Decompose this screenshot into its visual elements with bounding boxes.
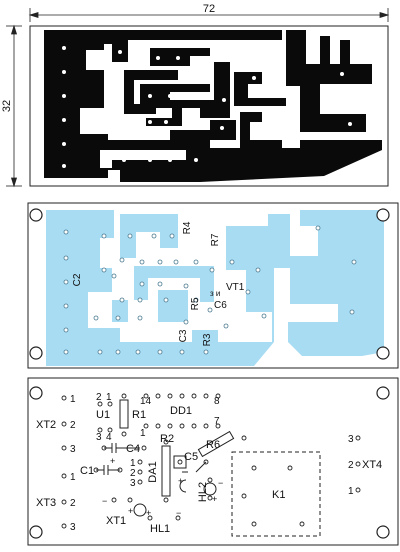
- label-c1: C1: [80, 465, 94, 477]
- board-mounting-holes: [29, 208, 390, 360]
- board-pads: [63, 225, 357, 355]
- copper-pads: [62, 44, 352, 168]
- label-k1: K1: [272, 489, 285, 501]
- dd1-pin-14: 14: [140, 396, 152, 407]
- u1-pin-4: 4: [106, 432, 112, 443]
- da1-pin-2: 2: [130, 468, 136, 479]
- dd1-pin-7: 7: [214, 416, 220, 427]
- u1-pin-2: 2: [96, 392, 102, 403]
- xt2-pin-2: 2: [70, 420, 76, 431]
- label-r1: R1: [132, 409, 146, 421]
- dd1-pin-8: 8: [214, 396, 220, 407]
- polarity-plus: +: [212, 494, 217, 504]
- label-hl2: HL2: [197, 482, 209, 502]
- polarity-plus: +: [128, 506, 133, 516]
- board-label-r4: R4: [182, 221, 193, 234]
- copper-layer-panel: [29, 25, 389, 187]
- board-label-vt1: VT1: [226, 282, 245, 293]
- dimension-height: 32: [1, 100, 13, 112]
- xt2-pin-3: 3: [70, 444, 76, 455]
- u1-pin-3: 3: [96, 432, 102, 443]
- label-hl1: HL1: [150, 523, 170, 535]
- xt4-pin-1: 1: [348, 486, 354, 497]
- xt3-pin-2: 2: [70, 498, 76, 509]
- component-outlines: [96, 399, 321, 537]
- xt4-pin-2: 2: [348, 460, 354, 471]
- xt2-pin-1: 1: [70, 394, 76, 405]
- da1-pin-3: 3: [130, 478, 136, 489]
- label-u1: U1: [96, 409, 110, 421]
- label-da1: DA1: [147, 461, 159, 482]
- label-xt3: XT3: [36, 497, 56, 509]
- polarity-plus: +: [178, 476, 183, 486]
- board-label-r3: R3: [202, 333, 213, 346]
- polarity-marks: + + + + + − − −: [102, 456, 223, 518]
- board-label-c6: C6: [214, 300, 227, 311]
- board-label-r7: R7: [210, 233, 221, 246]
- dimension-lines: [6, 8, 390, 188]
- label-xt4: XT4: [362, 459, 382, 471]
- assembly-labels: XT2 XT3 XT1 XT4 U1 R1 DD1 R2 R6 C4 C5 C1…: [36, 405, 382, 535]
- assembly-mounting-holes: [29, 386, 390, 539]
- u1-pin-1: 1: [106, 392, 112, 403]
- dd1-pin-1: 1: [140, 428, 146, 439]
- xt3-pin-3: 3: [70, 522, 76, 533]
- label-c5: C5: [184, 451, 198, 463]
- board-layout-panel: R4 R7 VT1 C2 C6 R5 C3 R3 з и: [27, 202, 399, 369]
- label-r2: R2: [160, 433, 174, 445]
- assembly-pads: [61, 393, 361, 529]
- label-xt1: XT1: [106, 515, 126, 527]
- xt4-pin-3: 3: [348, 434, 354, 445]
- assembly-panel: XT2 XT3 XT1 XT4 U1 R1 DD1 R2 R6 C4 C5 C1…: [27, 377, 399, 546]
- label-xt2: XT2: [36, 419, 56, 431]
- xt3-pin-1: 1: [70, 472, 76, 483]
- polarity-plus: +: [146, 508, 151, 518]
- board-label-r5: R5: [190, 297, 201, 310]
- board-label-c2: C2: [72, 273, 83, 286]
- copper-traces: [44, 30, 382, 182]
- polarity-minus: −: [176, 508, 181, 518]
- da1-pin-1: 1: [130, 458, 136, 469]
- polarity-minus: −: [102, 496, 107, 506]
- label-r6: R6: [206, 439, 220, 451]
- dimension-width: 72: [203, 3, 215, 15]
- polarity-minus: −: [218, 478, 223, 488]
- pin-numbers: 1 2 3 1 2 3 3 2 1 2 1 3 4 14 8 1 7 1 2 3: [70, 392, 354, 533]
- board-copper-areas: [46, 210, 384, 366]
- label-dd1: DD1: [170, 405, 192, 417]
- board-label-transistor-pins: з и: [210, 289, 220, 298]
- label-c4: C4: [126, 443, 140, 455]
- polarity-plus: +: [110, 456, 115, 466]
- board-label-c3: C3: [178, 329, 189, 342]
